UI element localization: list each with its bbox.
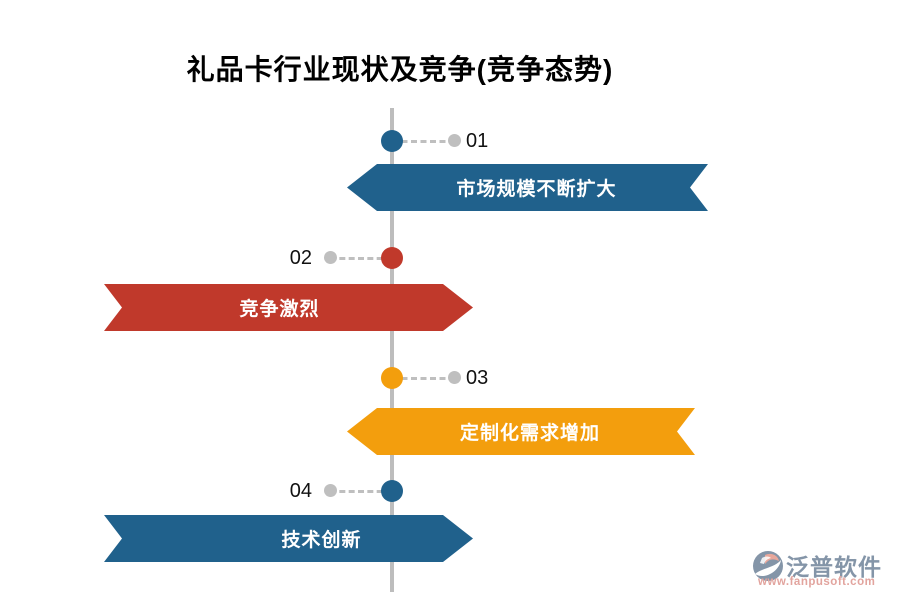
connector-dash-03 bbox=[392, 377, 455, 380]
item-number-04: 04 bbox=[289, 480, 312, 502]
connector-end-dot-01 bbox=[448, 134, 461, 147]
item-number-02: 02 bbox=[289, 247, 312, 269]
brand-watermark: 泛普软件 www.fanpusoft.com bbox=[752, 548, 894, 590]
banner-label-02: 竞争激烈 bbox=[239, 299, 320, 320]
banner-label-03: 定制化需求增加 bbox=[459, 423, 600, 444]
banner-label-01: 市场规模不断扩大 bbox=[456, 179, 617, 200]
brand-url: www.fanpusoft.com bbox=[758, 576, 876, 588]
connector-dash-04 bbox=[330, 490, 392, 493]
item-number-03: 03 bbox=[466, 367, 489, 389]
item-number-01: 01 bbox=[466, 130, 489, 152]
connector-dash-01 bbox=[392, 140, 455, 143]
connector-end-dot-03 bbox=[448, 371, 461, 384]
page-title: 礼品卡行业现状及竞争(竞争态势) bbox=[186, 54, 614, 85]
timeline-node-02 bbox=[381, 247, 403, 269]
timeline-node-04 bbox=[381, 480, 403, 502]
timeline-node-03 bbox=[381, 367, 403, 389]
connector-dash-02 bbox=[330, 257, 392, 260]
banner-04: 技术创新 bbox=[104, 515, 473, 562]
timeline-node-01 bbox=[381, 130, 403, 152]
connector-end-dot-02 bbox=[324, 251, 337, 264]
brand-name: 泛普软件 bbox=[786, 554, 882, 580]
banner-01: 市场规模不断扩大 bbox=[347, 164, 708, 211]
fanpu-logo-icon bbox=[752, 550, 784, 587]
banner-label-04: 技术创新 bbox=[281, 530, 362, 551]
connector-end-dot-04 bbox=[324, 484, 337, 497]
banner-02: 竞争激烈 bbox=[104, 284, 473, 331]
timeline-axis bbox=[390, 108, 394, 592]
banner-03: 定制化需求增加 bbox=[347, 408, 695, 455]
